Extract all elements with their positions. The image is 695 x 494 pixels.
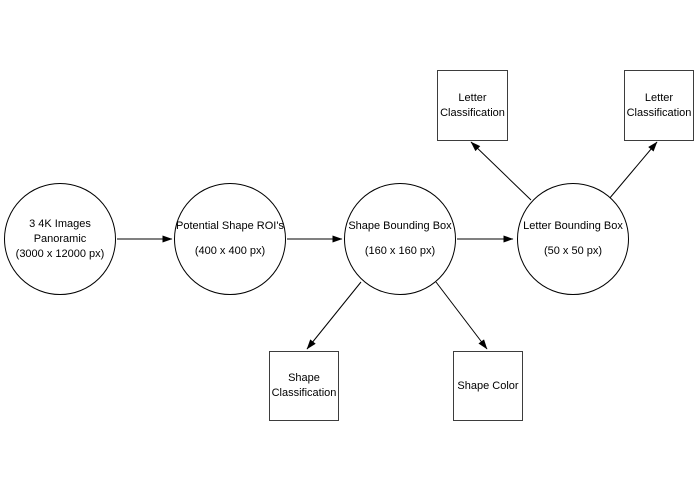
edge-letter-bbox-to-letter-class-top: [470, 141, 532, 201]
edge-letter-bbox-to-letter-class-right: [608, 141, 658, 200]
node-label-line: Classification: [626, 106, 692, 119]
node-shape-classification: Shape Classification: [269, 351, 339, 421]
node-label-line: 3 4K Images: [29, 217, 91, 230]
node-size-label: (50 x 50 px): [543, 245, 603, 257]
node-letter-classification-top: Letter Classification: [437, 70, 508, 141]
node-panoramic-images: 3 4K Images Panoramic (3000 x 12000 px): [4, 183, 116, 295]
edge-shape-bbox-to-shape-color: [435, 281, 488, 350]
node-title: Potential Shape ROI's: [176, 220, 284, 232]
node-label-line: (3000 x 12000 px): [15, 247, 105, 260]
node-label-line: Classification: [271, 387, 337, 399]
node-title: Shape Bounding Box: [348, 220, 452, 232]
node-shape-bounding-box: Shape Bounding Box (160 x 160 px): [344, 183, 456, 295]
node-label-line: Shape Color: [457, 379, 519, 392]
node-label-line: Panoramic: [33, 232, 87, 245]
node-size-label: (400 x 400 px): [194, 245, 266, 257]
node-letter-classification-right: Letter Classification: [624, 70, 694, 141]
node-label-line: Letter: [458, 91, 487, 104]
node-size-label: (160 x 160 px): [364, 245, 436, 257]
node-label-line: Letter: [644, 91, 674, 104]
node-label-line: Classification: [440, 106, 505, 119]
node-shape-color: Shape Color: [453, 351, 523, 421]
node-title: Letter Bounding Box: [523, 220, 623, 232]
node-label-line: Shape: [288, 372, 320, 384]
edge-shape-bbox-to-shape-class: [306, 281, 362, 350]
node-potential-shape-rois: Potential Shape ROI's (400 x 400 px): [174, 183, 286, 295]
node-letter-bounding-box: Letter Bounding Box (50 x 50 px): [517, 183, 629, 295]
